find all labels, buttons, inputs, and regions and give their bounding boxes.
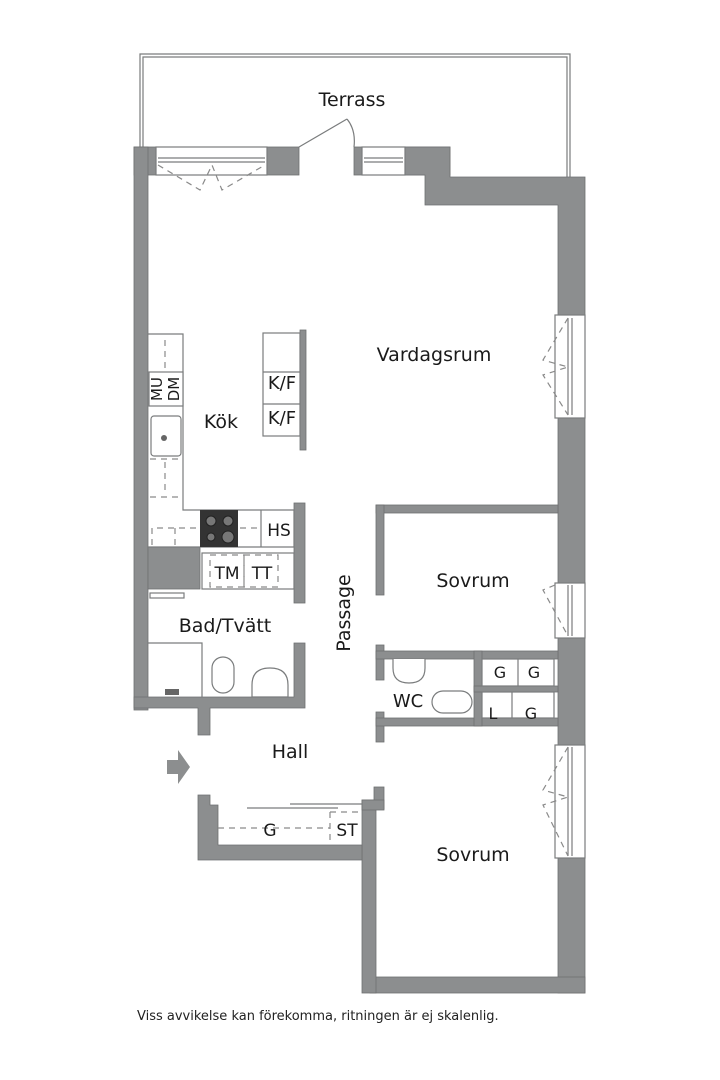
walls [133, 146, 586, 994]
closets [218, 658, 555, 845]
entrance-arrow-icon [167, 750, 190, 784]
terrace-door [298, 118, 355, 148]
bathroom-fixtures [148, 592, 289, 698]
washbasin-icon [251, 667, 289, 698]
label-fridge-freezer-1: K/F [268, 373, 296, 394]
toilet-icon [211, 656, 235, 694]
label-bedroom-2: Sovrum [436, 844, 509, 866]
kitchen-counter [148, 332, 301, 590]
label-wardrobe-3: G [525, 704, 537, 723]
label-hall: Hall [272, 741, 309, 763]
label-tumble-dryer: TT [251, 564, 273, 584]
label-bedroom-1: Sovrum [436, 570, 509, 592]
label-linen-closet: L [489, 704, 498, 723]
label-passage: Passage [333, 574, 355, 651]
label-bath-laundry: Bad/Tvätt [179, 615, 272, 637]
label-fridge-freezer-2: K/F [268, 408, 296, 429]
label-washing-machine: TM [213, 564, 239, 584]
label-microwave: MU [148, 377, 166, 401]
label-dishwasher: DM [165, 377, 183, 402]
label-terrace: Terrass [318, 89, 386, 111]
label-wc: WC [393, 691, 423, 712]
label-hall-wardrobe: G [263, 821, 276, 841]
label-tall-cabinet: HS [267, 521, 291, 541]
label-wardrobe-2: G [528, 663, 540, 682]
label-cleaning-cabinet: ST [336, 821, 358, 841]
label-wardrobe-1: G [494, 663, 506, 682]
wc-fixtures [392, 659, 473, 714]
windows [155, 146, 586, 859]
disclaimer-footnote: Viss avvikelse kan förekomma, ritningen … [137, 1009, 499, 1024]
terrace-outline [139, 53, 571, 178]
label-kitchen: Kök [204, 411, 238, 433]
label-living-room: Vardagsrum [377, 344, 492, 366]
